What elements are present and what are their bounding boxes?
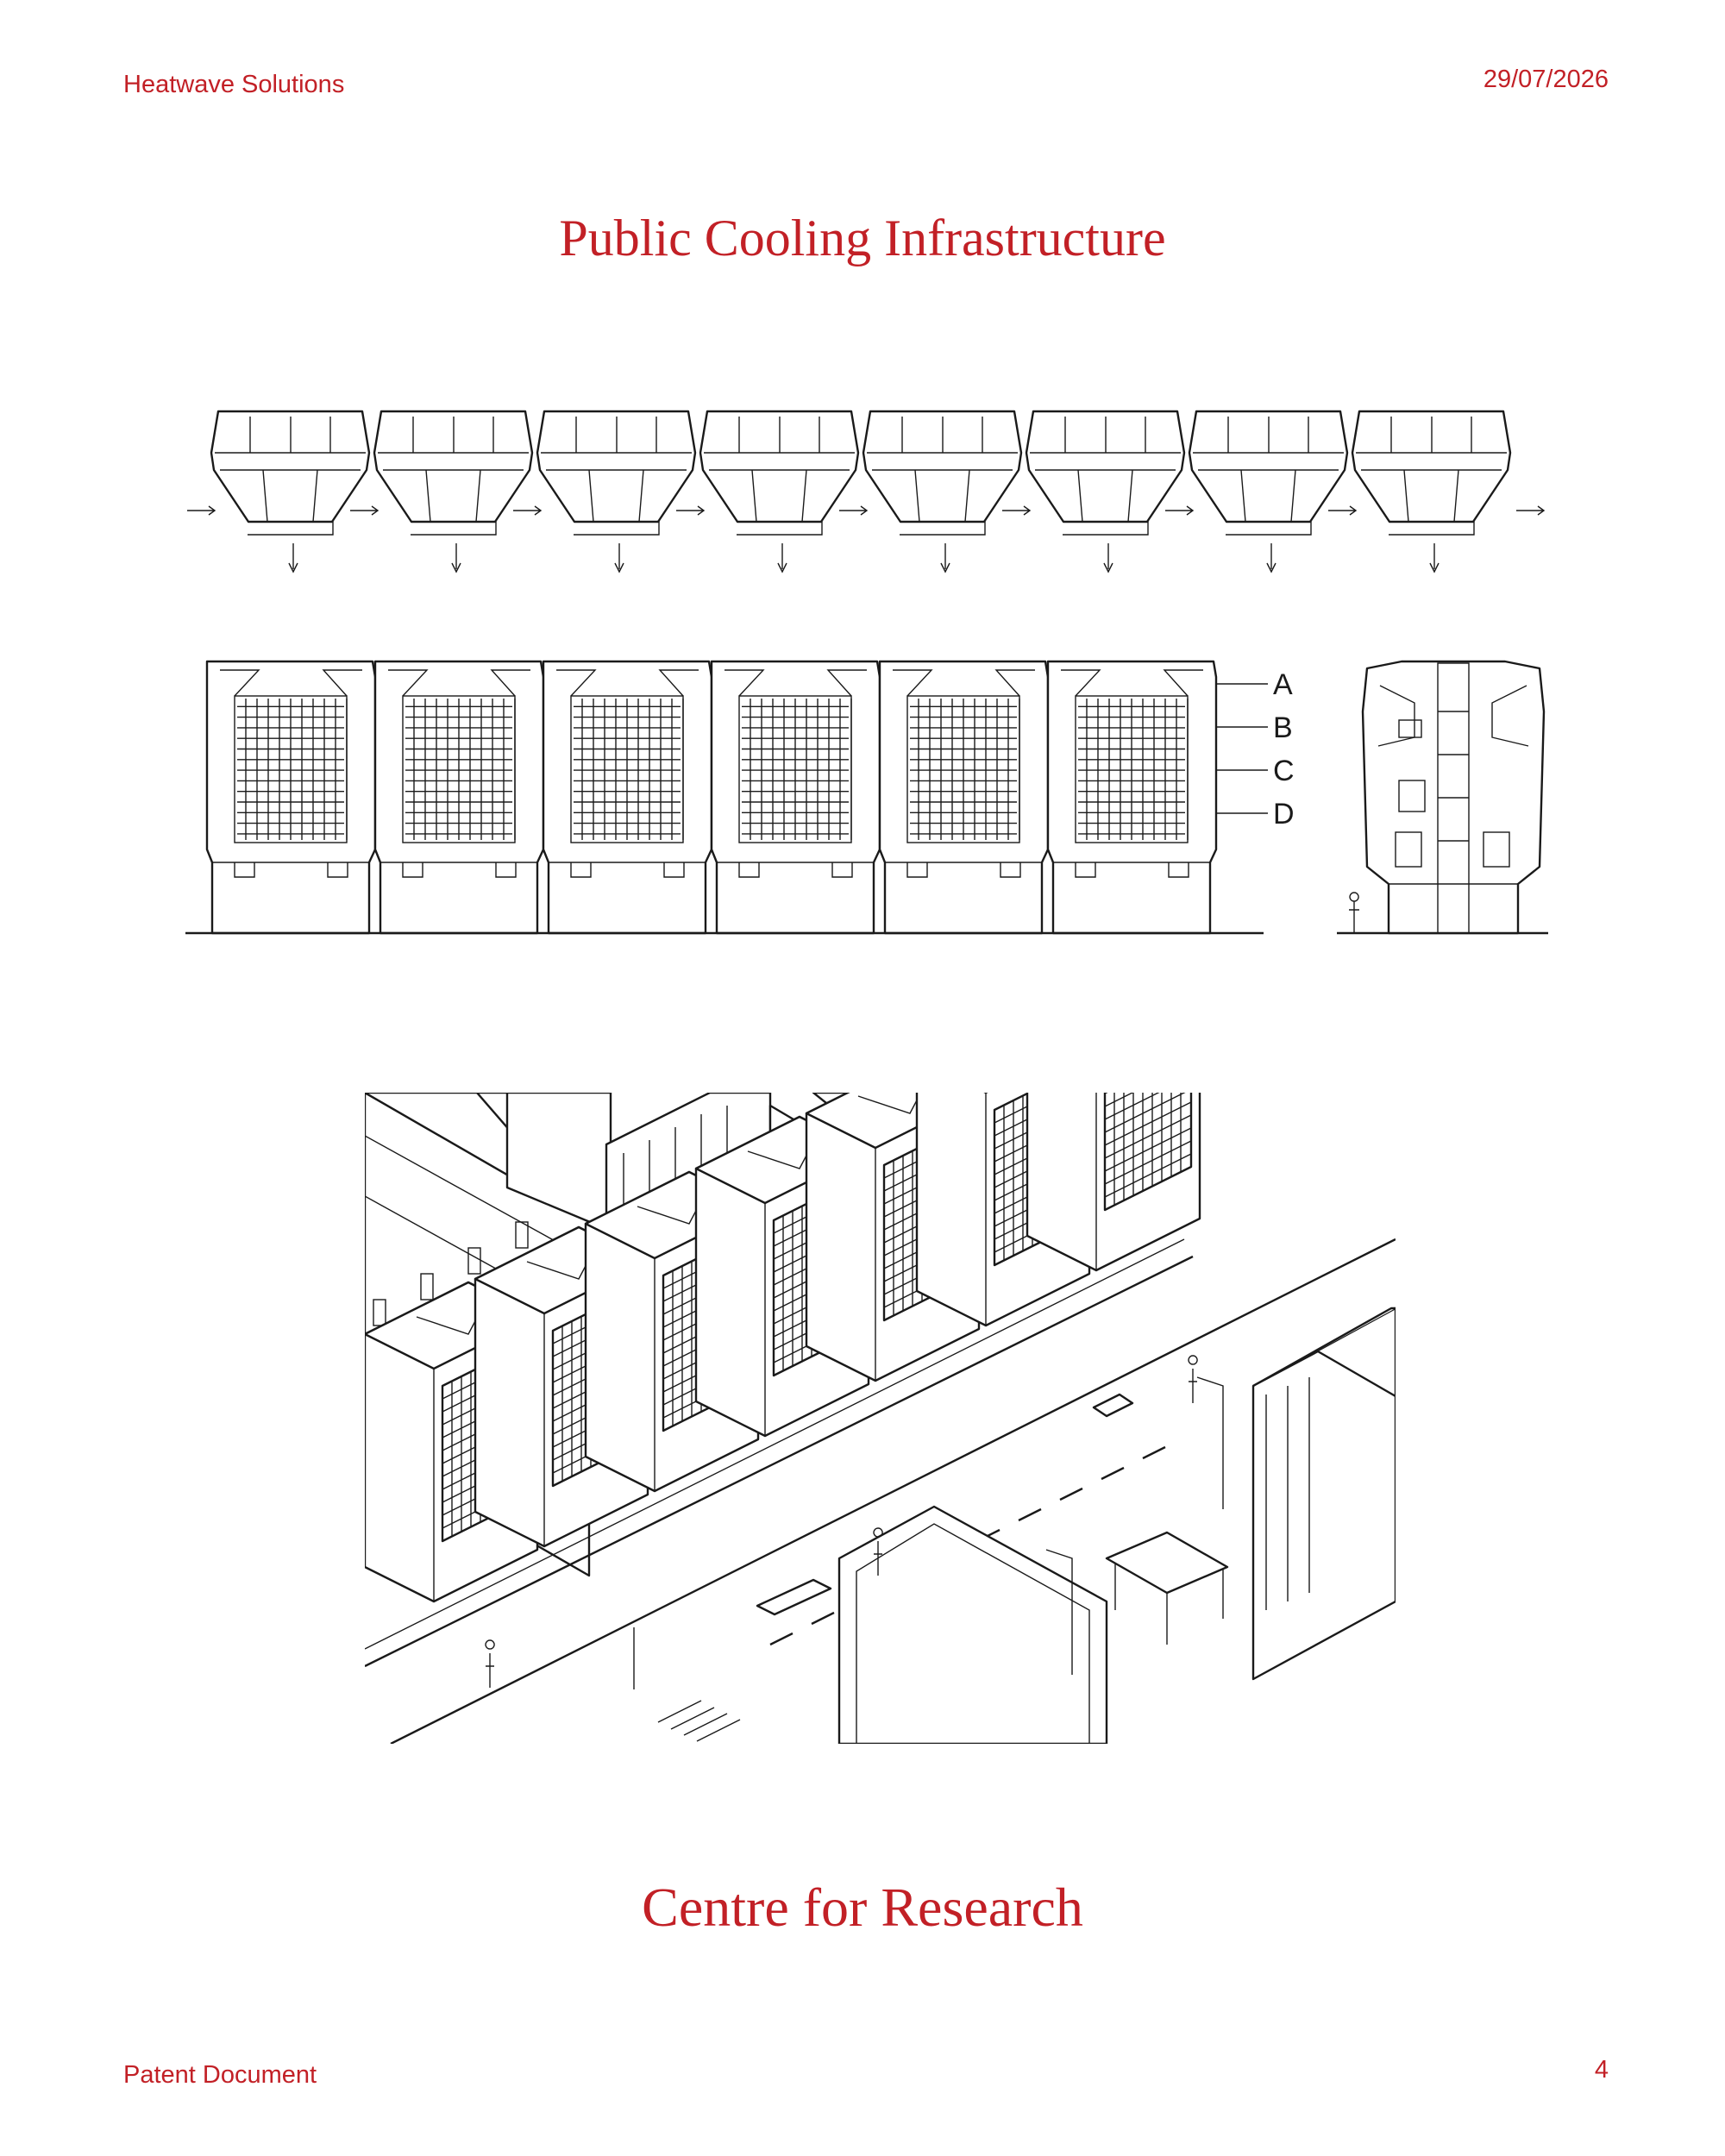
cooling-unit-front	[373, 660, 545, 935]
cooling-unit-top	[1002, 410, 1186, 573]
cooling-units-front-elevation: A B C D	[185, 660, 1548, 935]
page-number: 4	[1594, 2056, 1609, 2084]
label-b: B	[1273, 711, 1293, 744]
isometric-street-illustration	[365, 1093, 1396, 1744]
label-a: A	[1273, 668, 1293, 701]
cooling-unit-front	[1046, 660, 1218, 935]
cooling-unit-top	[513, 410, 697, 573]
label-d: D	[1273, 798, 1295, 830]
airflow-arrow-exit	[1516, 505, 1546, 516]
building-window	[373, 1299, 386, 1326]
cooling-unit-top	[676, 410, 860, 573]
page-title: Public Cooling Infrastructure	[559, 210, 1166, 266]
cooling-unit-top	[1328, 410, 1512, 573]
company-name: Heatwave Solutions	[123, 71, 345, 98]
cooling-unit-front	[205, 660, 377, 935]
cooling-unit-front	[542, 660, 713, 935]
building-window	[515, 1221, 529, 1249]
cooling-unit-front	[710, 660, 881, 935]
cooling-units-top-view	[187, 410, 1546, 573]
document-date: 29/07/2026	[1483, 66, 1609, 93]
cooling-unit-front	[878, 660, 1050, 935]
cooling-unit-isometric	[1026, 1093, 1201, 1272]
cooling-unit-side-view	[1337, 660, 1548, 935]
cooling-unit-top	[350, 410, 534, 573]
cooling-unit-top	[1165, 410, 1349, 573]
section-title: Centre for Research	[642, 1877, 1083, 1938]
building-window	[420, 1273, 434, 1300]
cooling-unit-top	[187, 410, 371, 573]
document-type: Patent Document	[123, 2061, 317, 2089]
cooling-unit-top	[839, 410, 1023, 573]
building-window	[467, 1247, 481, 1275]
label-c: C	[1273, 755, 1295, 787]
